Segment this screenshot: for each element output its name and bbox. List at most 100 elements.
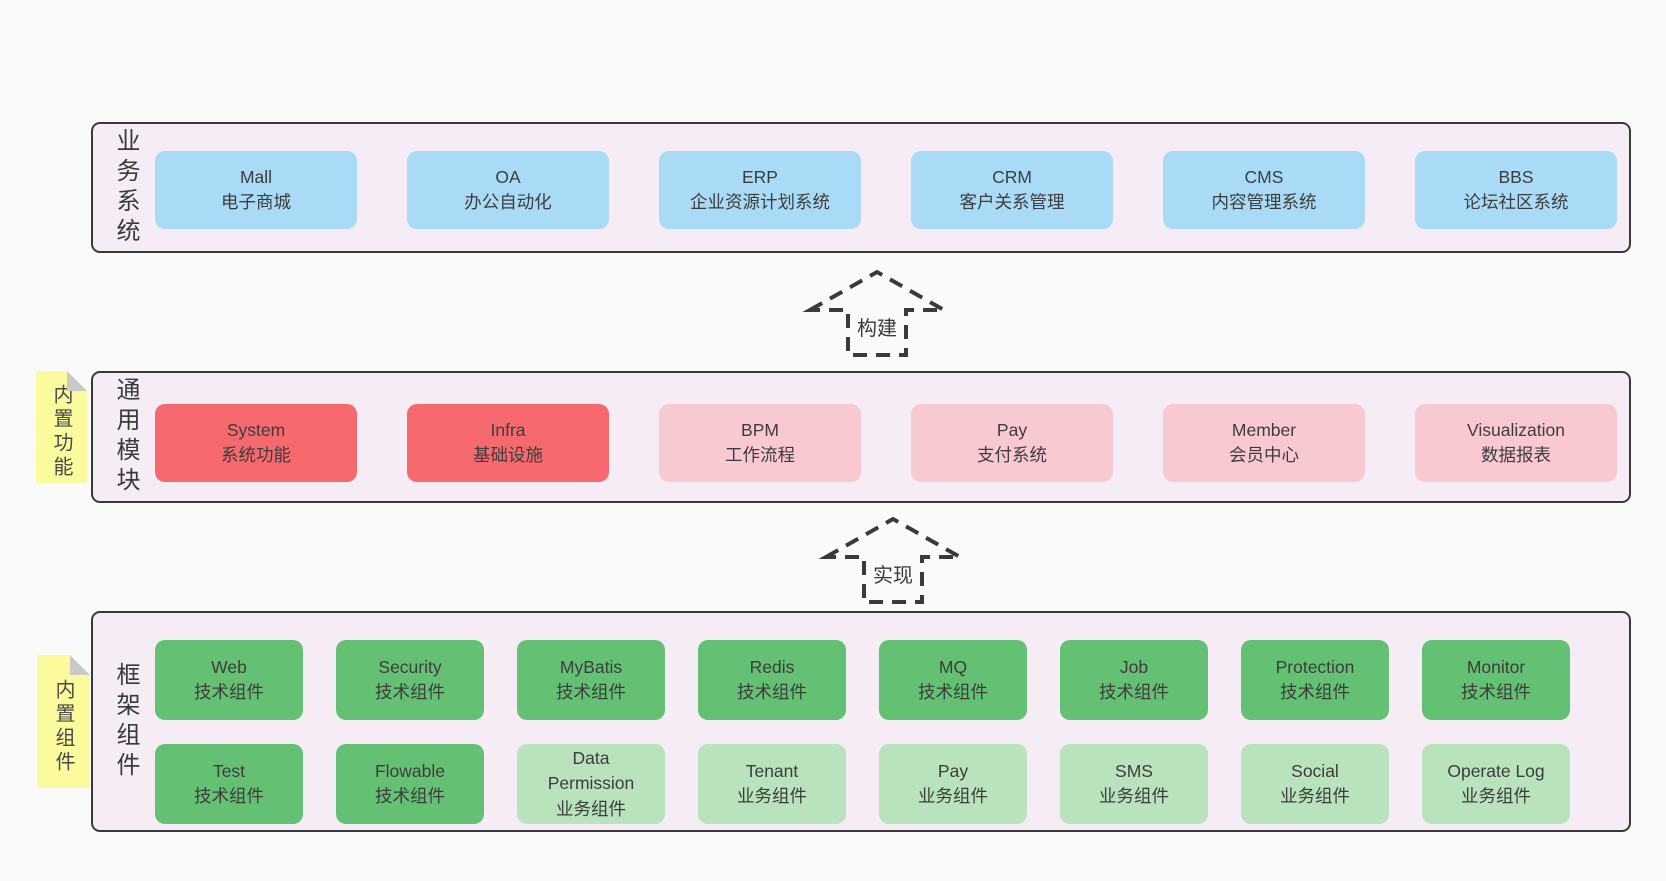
- box-title: Job: [1119, 656, 1149, 677]
- sticky-built-in-components: 内置组件: [37, 655, 90, 788]
- box-subtitle: 技术组件: [375, 786, 445, 806]
- box-title: Infra: [490, 419, 526, 440]
- box-flowable: Flowable 技术组件: [336, 744, 484, 824]
- arrow-implement-label: 实现: [873, 565, 913, 587]
- box-title: SMS: [1115, 760, 1153, 781]
- arrow-implement: 实现: [818, 513, 968, 608]
- box-subtitle: 内容管理系统: [1211, 192, 1317, 212]
- box-subtitle: 业务组件: [1461, 786, 1531, 806]
- box-subtitle: 业务组件: [1099, 786, 1169, 806]
- up-arrow-icon: [818, 516, 968, 604]
- box-title: Pay: [996, 419, 1028, 440]
- band-framework-components: 框架组件 Web 技术组件 Security 技术组件 MyBatis 技术组件…: [91, 611, 1631, 832]
- box-operate-log: Operate Log 业务组件: [1422, 744, 1570, 824]
- up-arrow-icon: [802, 269, 952, 357]
- box-web: Web 技术组件: [155, 640, 303, 720]
- box-title: Pay: [937, 760, 969, 781]
- band-common-modules: 通用模块 System 系统功能 Infra 基础设施 BPM 工作流程 Pay…: [91, 371, 1631, 503]
- box-title: Flowable: [374, 760, 446, 781]
- box-test: Test 技术组件: [155, 744, 303, 824]
- box-subtitle: 电子商城: [221, 192, 291, 212]
- framework-row-2: Test 技术组件 Flowable 技术组件 Data Permission …: [155, 744, 1570, 824]
- box-title: Member: [1231, 419, 1297, 440]
- box-tenant: Tenant 业务组件: [698, 744, 846, 824]
- band-business-systems: 业务系统 Mall 电子商城 OA 办公自动化 ERP 企业资源计划系统 CRM…: [91, 122, 1631, 253]
- sticky-label: 内置功能: [50, 384, 72, 480]
- business-systems-row: Mall 电子商城 OA 办公自动化 ERP 企业资源计划系统 CRM 客户关系…: [155, 151, 1617, 229]
- common-modules-row: System 系统功能 Infra 基础设施 BPM 工作流程 Pay 支付系统…: [155, 404, 1617, 482]
- box-subtitle: 技术组件: [918, 682, 988, 702]
- box-member: Member 会员中心: [1163, 404, 1365, 482]
- box-title: Tenant: [745, 760, 799, 781]
- box-subtitle: 工作流程: [725, 445, 795, 465]
- box-subtitle: 业务组件: [737, 786, 807, 806]
- box-visualization: Visualization 数据报表: [1415, 404, 1617, 482]
- box-title: Data Permission: [547, 747, 635, 794]
- box-mybatis: MyBatis 技术组件: [517, 640, 665, 720]
- box-subtitle: 系统功能: [221, 445, 291, 465]
- box-title: Redis: [749, 656, 795, 677]
- band-label-framework-components: 框架组件: [112, 661, 139, 782]
- box-mall: Mall 电子商城: [155, 151, 357, 229]
- box-subtitle: 技术组件: [1099, 682, 1169, 702]
- box-subtitle: 论坛社区系统: [1463, 192, 1569, 212]
- box-title: Mall: [239, 166, 273, 187]
- box-subtitle: 技术组件: [194, 682, 264, 702]
- box-title: Test: [212, 760, 246, 781]
- box-title: Web: [211, 656, 247, 677]
- box-title: Protection: [1275, 656, 1355, 677]
- band-label-business-systems: 业务系统: [112, 127, 139, 248]
- box-title: BPM: [741, 419, 779, 440]
- framework-row-1: Web 技术组件 Security 技术组件 MyBatis 技术组件 Redi…: [155, 640, 1570, 720]
- box-title: Social: [1291, 760, 1339, 781]
- box-title: Monitor: [1466, 656, 1526, 677]
- sticky-label: 内置组件: [52, 678, 74, 775]
- sticky-built-in-features: 内置功能: [36, 371, 87, 483]
- box-title: OA: [495, 166, 521, 187]
- box-oa: OA 办公自动化: [407, 151, 609, 229]
- arrow-build: 构建: [802, 266, 952, 361]
- box-title: Operate Log: [1447, 760, 1545, 781]
- box-subtitle: 办公自动化: [464, 192, 552, 212]
- box-cms: CMS 内容管理系统: [1163, 151, 1365, 229]
- box-subtitle: 业务组件: [1280, 786, 1350, 806]
- box-protection: Protection 技术组件: [1241, 640, 1389, 720]
- box-pay-component: Pay 业务组件: [879, 744, 1027, 824]
- box-subtitle: 客户关系管理: [959, 192, 1065, 212]
- box-title: MyBatis: [559, 656, 623, 677]
- box-subtitle: 业务组件: [556, 798, 626, 819]
- box-title: System: [226, 419, 286, 440]
- box-monitor: Monitor 技术组件: [1422, 640, 1570, 720]
- box-title: MQ: [938, 656, 968, 677]
- box-subtitle: 技术组件: [375, 682, 445, 702]
- box-job: Job 技术组件: [1060, 640, 1208, 720]
- box-subtitle: 业务组件: [918, 786, 988, 806]
- box-erp: ERP 企业资源计划系统: [659, 151, 861, 229]
- box-subtitle: 基础设施: [473, 445, 543, 465]
- box-infra: Infra 基础设施: [407, 404, 609, 482]
- box-subtitle: 技术组件: [1280, 682, 1350, 702]
- box-redis: Redis 技术组件: [698, 640, 846, 720]
- box-title: ERP: [742, 166, 778, 187]
- box-subtitle: 技术组件: [194, 786, 264, 806]
- box-title: BBS: [1498, 166, 1534, 187]
- box-crm: CRM 客户关系管理: [911, 151, 1113, 229]
- box-subtitle: 会员中心: [1229, 445, 1299, 465]
- box-subtitle: 技术组件: [556, 682, 626, 702]
- box-system: System 系统功能: [155, 404, 357, 482]
- band-label-common-modules: 通用模块: [112, 377, 139, 497]
- box-pay-module: Pay 支付系统: [911, 404, 1113, 482]
- box-subtitle: 支付系统: [977, 445, 1047, 465]
- box-subtitle: 数据报表: [1481, 445, 1551, 465]
- box-subtitle: 技术组件: [1461, 682, 1531, 702]
- box-title: CMS: [1244, 166, 1284, 187]
- box-title: Security: [378, 656, 442, 677]
- box-title: Visualization: [1467, 419, 1565, 440]
- arrow-build-label: 构建: [857, 318, 897, 340]
- box-security: Security 技术组件: [336, 640, 484, 720]
- box-subtitle: 企业资源计划系统: [690, 192, 830, 212]
- box-mq: MQ 技术组件: [879, 640, 1027, 720]
- box-sms: SMS 业务组件: [1060, 744, 1208, 824]
- box-data-permission: Data Permission 业务组件: [517, 744, 665, 824]
- box-bpm: BPM 工作流程: [659, 404, 861, 482]
